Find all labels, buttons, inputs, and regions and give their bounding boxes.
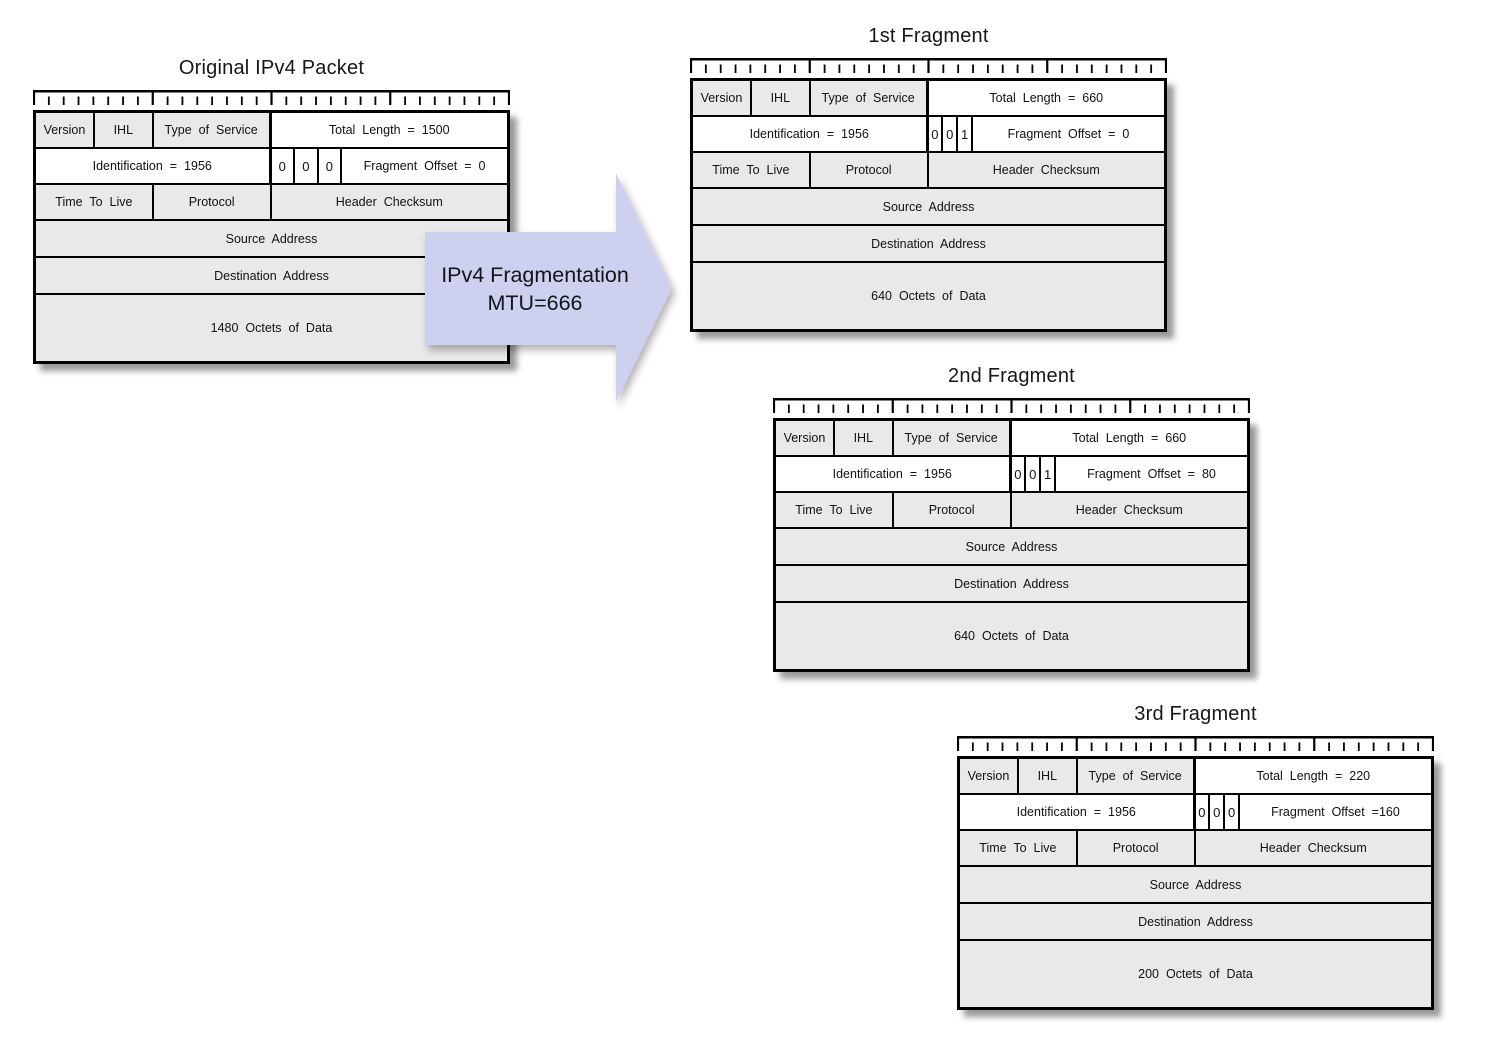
packet-title: 2nd Fragment (948, 365, 1075, 387)
arrow-label-line1: IPv4 Fragmentation (441, 263, 629, 287)
field-version: Version (693, 81, 752, 115)
field-ihl: IHL (834, 421, 894, 455)
field-type-of-service: Type of Service (1077, 759, 1196, 793)
field-type-of-service: Type of Service (810, 81, 929, 115)
field-flag-mf: 1 (958, 117, 973, 151)
field-identification: Identification = 1956 (960, 795, 1196, 829)
field-flag-df: 0 (1026, 457, 1042, 491)
field-protocol: Protocol (1077, 831, 1196, 865)
header-row-4: Source Address (960, 867, 1431, 904)
field-flag-reserved: 0 (271, 149, 296, 183)
field-fragment-offset: Fragment Offset = 0 (972, 117, 1164, 151)
header-row-5: Destination Address (693, 226, 1164, 263)
field-flag-df: 0 (1210, 795, 1226, 829)
field-source-address: Source Address (960, 867, 1431, 902)
arrow-label-line2: MTU=666 (488, 291, 583, 315)
field-protocol: Protocol (893, 493, 1012, 527)
field-identification: Identification = 1956 (36, 149, 272, 183)
packet-fragment-1: 1st Fragment Version IHL Type of Service… (690, 24, 1167, 332)
field-flag-reserved: 0 (1195, 795, 1211, 829)
field-fragment-offset: Fragment Offset = 80 (1055, 457, 1247, 491)
field-data-payload: 640 Octets of Data (693, 263, 1164, 329)
field-ihl: IHL (94, 113, 154, 147)
field-protocol: Protocol (810, 153, 929, 187)
header-row-1: Version IHL Type of Service Total Length… (693, 81, 1164, 117)
header-row-3: Time To Live Protocol Header Checksum (693, 153, 1164, 189)
field-version: Version (960, 759, 1019, 793)
header-row-1: Version IHL Type of Service Total Length… (960, 759, 1431, 795)
packet-title: 3rd Fragment (1134, 703, 1257, 725)
bit-ruler-icon (957, 736, 1434, 751)
field-destination-address: Destination Address (693, 226, 1164, 261)
field-header-checksum: Header Checksum (271, 185, 507, 219)
field-type-of-service: Type of Service (893, 421, 1012, 455)
header-row-2: Identification = 1956 0 0 0 Fragment Off… (36, 149, 507, 185)
header-row-2: Identification = 1956 0 0 1 Fragment Off… (776, 457, 1247, 493)
header-row-5: Destination Address (960, 904, 1431, 941)
header-row-1: Version IHL Type of Service Total Length… (36, 113, 507, 149)
field-flag-df: 0 (295, 149, 319, 183)
packet-box: Version IHL Type of Service Total Length… (690, 78, 1167, 332)
field-flag-mf: 1 (1041, 457, 1056, 491)
fragmentation-arrow: IPv4 Fragmentation MTU=666 (425, 173, 672, 402)
packet-title: 1st Fragment (868, 25, 989, 47)
field-destination-address: Destination Address (960, 904, 1431, 939)
field-flag-df: 0 (943, 117, 959, 151)
field-header-checksum: Header Checksum (928, 153, 1164, 187)
field-source-address: Source Address (693, 189, 1164, 224)
packet-box: Version IHL Type of Service Total Length… (773, 418, 1250, 672)
field-time-to-live: Time To Live (36, 185, 154, 219)
field-protocol: Protocol (153, 185, 272, 219)
field-total-length: Total Length = 660 (928, 81, 1164, 115)
packet-fragment-2: 2nd Fragment Version IHL Type of Service… (773, 364, 1250, 672)
field-flag-reserved: 0 (1011, 457, 1027, 491)
field-type-of-service: Type of Service (153, 113, 272, 147)
field-time-to-live: Time To Live (693, 153, 811, 187)
bit-ruler-icon (773, 398, 1250, 413)
packet-box: Version IHL Type of Service Total Length… (957, 756, 1434, 1010)
packet-title: Original IPv4 Packet (178, 57, 365, 79)
field-version: Version (36, 113, 95, 147)
field-total-length: Total Length = 1500 (271, 113, 507, 147)
header-row-2: Identification = 1956 0 0 1 Fragment Off… (693, 117, 1164, 153)
header-row-4: Source Address (693, 189, 1164, 226)
field-source-address: Source Address (776, 529, 1247, 564)
field-identification: Identification = 1956 (693, 117, 929, 151)
data-row: 640 Octets of Data (693, 263, 1164, 329)
header-row-3: Time To Live Protocol Header Checksum (36, 185, 507, 221)
field-flag-mf: 0 (318, 149, 343, 183)
header-row-4: Source Address (776, 529, 1247, 566)
field-flag-reserved: 0 (928, 117, 944, 151)
field-ihl: IHL (751, 81, 811, 115)
field-fragment-offset: Fragment Offset =160 (1239, 795, 1431, 829)
field-time-to-live: Time To Live (960, 831, 1078, 865)
field-header-checksum: Header Checksum (1011, 493, 1247, 527)
field-header-checksum: Header Checksum (1195, 831, 1431, 865)
data-row: 640 Octets of Data (776, 603, 1247, 669)
packet-fragment-3: 3rd Fragment Version IHL Type of Service… (957, 702, 1434, 1010)
field-time-to-live: Time To Live (776, 493, 894, 527)
field-data-payload: 640 Octets of Data (776, 603, 1247, 669)
field-data-payload: 200 Octets of Data (960, 941, 1431, 1007)
field-destination-address: Destination Address (776, 566, 1247, 601)
header-row-2: Identification = 1956 0 0 0 Fragment Off… (960, 795, 1431, 831)
bit-ruler-icon (33, 90, 510, 105)
header-row-5: Destination Address (776, 566, 1247, 603)
field-ihl: IHL (1018, 759, 1078, 793)
field-identification: Identification = 1956 (776, 457, 1012, 491)
field-flag-mf: 0 (1225, 795, 1240, 829)
header-row-3: Time To Live Protocol Header Checksum (776, 493, 1247, 529)
field-total-length: Total Length = 220 (1195, 759, 1431, 793)
field-total-length: Total Length = 660 (1011, 421, 1247, 455)
data-row: 200 Octets of Data (960, 941, 1431, 1007)
field-fragment-offset: Fragment Offset = 0 (342, 149, 507, 183)
header-row-1: Version IHL Type of Service Total Length… (776, 421, 1247, 457)
bit-ruler-icon (690, 58, 1167, 73)
arrow-shape-icon (425, 173, 672, 402)
header-row-3: Time To Live Protocol Header Checksum (960, 831, 1431, 867)
field-version: Version (776, 421, 835, 455)
